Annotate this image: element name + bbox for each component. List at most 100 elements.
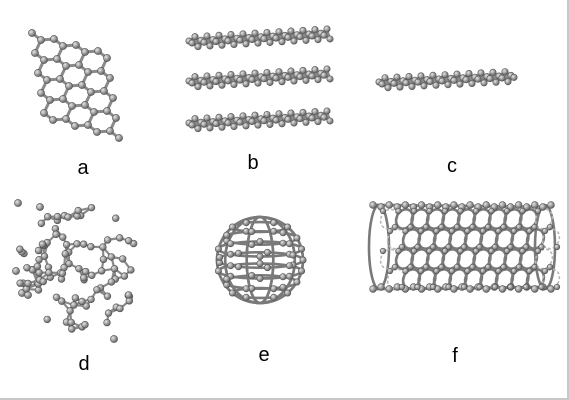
carbon-atom — [465, 69, 473, 78]
panel-label-b: b — [247, 152, 259, 174]
fullerene-model — [214, 215, 307, 305]
carbon-atom — [519, 207, 526, 215]
carbon-atom — [538, 243, 545, 251]
carbon-atom — [441, 247, 449, 255]
carbon-atom — [227, 240, 235, 248]
carbon-atom — [45, 268, 53, 277]
hexagon-ring — [541, 228, 561, 250]
carbon-atom — [88, 271, 96, 280]
carbon-atom — [53, 55, 61, 63]
carbon-atom — [503, 247, 511, 255]
carbon-atom — [215, 113, 223, 121]
carbon-atom — [93, 128, 101, 136]
carbon-atom — [87, 88, 95, 96]
carbon-nanotube-model — [367, 201, 561, 293]
carbon-atom — [65, 259, 73, 268]
carbon-atom — [43, 213, 52, 221]
panel-label-e: e — [258, 344, 270, 366]
carbon-atom — [100, 87, 108, 95]
carbon-atom — [107, 278, 116, 286]
carbon-atom — [270, 219, 278, 227]
carbon-atom — [191, 73, 199, 81]
carbon-atom — [284, 115, 292, 123]
carbon-atom — [112, 114, 120, 122]
carbon-atom — [81, 267, 90, 276]
carbon-atom — [256, 260, 264, 268]
carbon-atom — [82, 302, 90, 310]
carbon-atom — [523, 203, 531, 211]
carbon-atom — [78, 297, 86, 306]
carbon-atom — [67, 318, 75, 327]
carbon-atom — [285, 240, 293, 248]
carbon-atom — [482, 201, 490, 209]
carbon-atom — [515, 223, 523, 231]
carbon-atom — [230, 41, 238, 49]
carbon-atom — [299, 256, 307, 264]
carbon-atom — [510, 73, 518, 81]
carbon-atom — [495, 267, 502, 275]
carbon-atom — [275, 110, 283, 118]
carbon-atom — [284, 289, 292, 297]
carbon-atom — [308, 114, 316, 122]
carbon-atom — [227, 262, 235, 270]
carbon-atom — [408, 83, 416, 91]
carbon-atom — [534, 207, 542, 215]
carbon-atom — [553, 283, 561, 291]
carbon-atom — [49, 116, 57, 124]
carbon-atom — [90, 108, 98, 116]
carbon-atom — [414, 283, 421, 291]
carbon-atom — [103, 107, 111, 115]
carbon-atom — [188, 79, 196, 87]
carbon-atom — [53, 212, 62, 221]
carbon-atom — [445, 283, 452, 291]
carbon-atom — [59, 42, 67, 50]
carbon-atom — [553, 243, 561, 251]
carbon-atom — [52, 230, 60, 239]
carbon-atom — [417, 227, 425, 235]
carbon-atom — [472, 207, 480, 215]
carbon-atom — [71, 122, 79, 130]
carbon-atom — [546, 223, 554, 231]
carbon-atom — [270, 285, 278, 293]
carbon-atom — [194, 125, 202, 133]
carbon-atom — [489, 68, 497, 76]
carbon-atom — [263, 110, 271, 118]
carbon-atom — [112, 214, 120, 222]
carbon-atom — [216, 253, 224, 261]
carbon-atom — [510, 267, 518, 275]
carbon-atom — [99, 255, 108, 264]
carbon-atom — [239, 70, 247, 78]
panel-label-d: d — [78, 353, 90, 375]
carbon-atom — [460, 243, 468, 251]
carbon-atom — [103, 54, 111, 62]
carbon-atom — [31, 49, 39, 57]
carbon-atom — [110, 264, 119, 273]
carbon-atom — [66, 307, 74, 315]
carbon-atom — [75, 61, 83, 69]
carbon-atom — [453, 70, 461, 78]
carbon-atom — [46, 96, 54, 104]
carbon-atom — [314, 118, 322, 126]
carbon-atom — [531, 263, 538, 271]
carbon-atom — [84, 68, 92, 76]
carbon-atom — [254, 79, 262, 87]
carbon-atom — [450, 201, 458, 209]
carbon-atom — [302, 36, 310, 44]
carbon-atom — [103, 318, 111, 327]
carbon-atom — [402, 267, 409, 275]
carbon-atom — [224, 77, 232, 85]
carbon-atom — [263, 68, 271, 76]
carbon-atom — [200, 38, 208, 46]
carbon-atom — [37, 219, 46, 228]
carbon-atom — [52, 293, 61, 302]
carbon-atom — [227, 113, 235, 121]
carbon-atom — [251, 29, 259, 37]
carbon-atom — [477, 69, 485, 77]
carbon-atom — [429, 71, 437, 79]
carbon-atom — [500, 223, 507, 231]
carbon-atom — [507, 283, 514, 291]
carbon-atom — [432, 81, 440, 89]
carbon-atom — [35, 256, 43, 264]
carbon-atom — [448, 227, 456, 235]
